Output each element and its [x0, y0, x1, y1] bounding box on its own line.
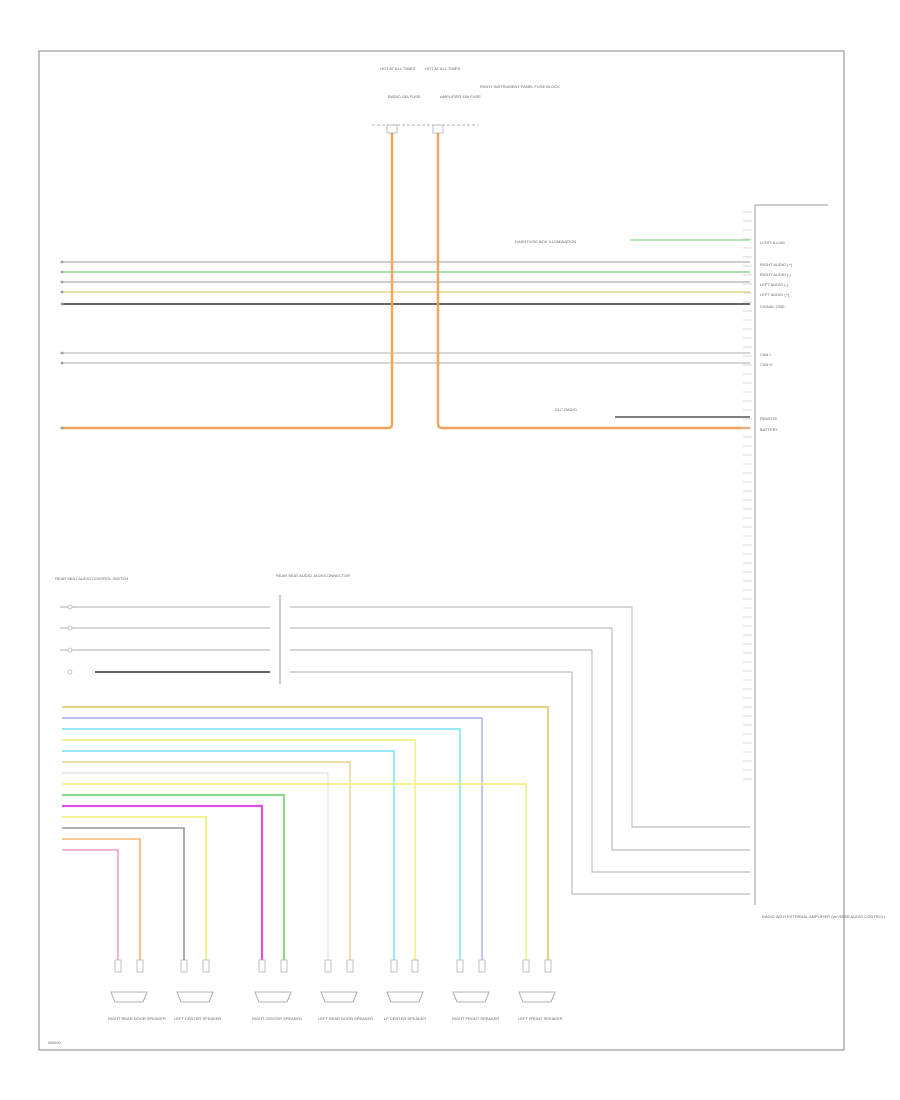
fuse-block-label: RIGHT INSTRUMENT PANEL FUSE BLOCK	[480, 84, 560, 89]
spk-wire-tan-2	[62, 761, 351, 960]
amplifier-fuse-label: AMPLIFIER 15A FUSE	[440, 94, 481, 99]
speaker-labels: RIGHT REAR DOOR SPEAKER LEFT CENTER SPEA…	[108, 1016, 563, 1021]
pin-label-3: RIGHT AUDIO (-)	[760, 272, 792, 277]
pin-label-7: CAN L	[760, 352, 773, 357]
pin-label-2: RIGHT AUDIO (+)	[760, 262, 793, 267]
speaker-pin	[258, 959, 266, 973]
amplifier-label: RADIO WITH EXTERNAL AMPLIFIER (W/ REAR A…	[762, 914, 886, 919]
left-wire-end	[60, 361, 64, 365]
pin-label-10: BATTERY	[760, 427, 778, 432]
remote-source-label: DLC RADIO	[555, 407, 577, 412]
amplifier-pin-labels: LIGHT ILLUM RIGHT AUDIO (+) RIGHT AUDIO …	[760, 240, 793, 432]
fuse-connector-tab	[386, 124, 398, 134]
speaker-pin	[522, 959, 530, 973]
speaker-label-4: LEFT REAR DOOR SPEAKER	[318, 1016, 373, 1021]
upper-wires: DASH FUSE BOX ILLUMINATION DLC RADIO	[62, 239, 750, 418]
left-wire-end	[60, 280, 64, 284]
spk-wire-green	[62, 793, 286, 960]
spk-wire-yellow-3	[62, 816, 207, 960]
speaker-pin	[478, 959, 486, 973]
speaker-label-7: LEFT FRONT SPEAKER	[518, 1016, 563, 1021]
speaker-symbol	[518, 991, 556, 1003]
left-wire-end	[60, 351, 64, 355]
jack-wire-2	[290, 627, 750, 851]
switch-contact	[67, 647, 73, 653]
speaker-label-3: RIGHT CENTER SPEAKER	[252, 1016, 302, 1021]
speaker-symbol	[110, 991, 148, 1003]
pin-label-6: SIGNAL GND	[760, 304, 785, 309]
spk-wire-blue	[62, 717, 483, 960]
speaker-wires	[62, 705, 550, 960]
spk-wire-gray	[62, 827, 185, 960]
diagram-id-tag: W0000	[48, 1040, 61, 1045]
radio-fuse-label: RADIO 15A FUSE	[388, 94, 421, 99]
spk-wire-magenta	[62, 804, 264, 960]
speaker-pin	[114, 959, 122, 973]
spk-wire-cyan-2	[62, 750, 395, 960]
speaker-pin	[280, 959, 288, 973]
speaker-pin	[390, 959, 398, 973]
spk-wire-tan	[62, 705, 550, 960]
illumination-source-label: DASH FUSE BOX ILLUMINATION	[515, 239, 576, 244]
top-right-hot-label: HOT AT ALL TIMES	[425, 66, 460, 71]
speaker-symbol	[386, 991, 424, 1003]
spk-wire-yellow-1	[62, 739, 416, 960]
spk-wire-pink	[62, 849, 119, 960]
fuse-block-connector: HOT AT ALL TIMES HOT AT ALL TIMES RADIO …	[372, 66, 560, 126]
spk-wire-white	[62, 772, 329, 960]
pin-label-9: REMOTE	[760, 416, 777, 421]
pin-label-5: LEFT AUDIO (+)	[760, 292, 790, 297]
speaker-pin	[202, 959, 210, 973]
speaker-label-2: LEFT CENTER SPEAKER	[174, 1016, 221, 1021]
diagram-frame	[38, 50, 845, 1051]
pin-label-1: LIGHT ILLUM	[760, 240, 785, 245]
left-wire-end	[60, 270, 64, 274]
jack-wire-1	[290, 606, 750, 828]
speaker-pin	[346, 959, 354, 973]
speaker-symbol	[176, 991, 214, 1003]
switch-contact	[67, 604, 73, 610]
left-header-label: REAR SEAT AUDIO CONTROL SWITCH	[55, 576, 128, 581]
amplifier-module: RADIO WITH EXTERNAL AMPLIFIER (W/ REAR A…	[754, 204, 886, 919]
speaker-pin	[411, 959, 419, 973]
speaker-label-1: RIGHT REAR DOOR SPEAKER	[108, 1016, 166, 1021]
pin-label-8: CAN H	[760, 362, 773, 367]
speaker-symbol	[452, 991, 490, 1003]
fuse-connector-tab	[432, 124, 444, 134]
amplifier-outline	[754, 204, 828, 905]
left-wire-end	[60, 302, 64, 306]
jack-wire-3	[290, 649, 750, 873]
left-wire-end	[60, 290, 64, 294]
top-left-hot-label: HOT AT ALL TIMES	[380, 66, 415, 71]
speaker-pin	[136, 959, 144, 973]
switch-contact	[67, 669, 73, 675]
mid-header-label: REAR SEAT AUDIO JACK/CONNECTOR	[276, 573, 350, 578]
speaker-label-6: RIGHT FRONT SPEAKER	[452, 1016, 499, 1021]
amplifier-feed-wire	[436, 132, 750, 430]
spk-wire-yellow-2	[62, 783, 527, 960]
speaker-label-5: LF CENTER SPEAKER	[384, 1016, 426, 1021]
speaker-pin	[324, 959, 332, 973]
orange-power-wires	[62, 132, 750, 430]
pin-label-4: LEFT AUDIO (-)	[760, 282, 789, 287]
spk-wire-cyan-1	[62, 728, 461, 960]
speaker-pin	[456, 959, 464, 973]
left-wire-end	[60, 260, 64, 264]
switch-contact	[67, 625, 73, 631]
jack-wire-4	[290, 671, 750, 895]
speaker-pin	[180, 959, 188, 973]
radio-feed-wire	[62, 132, 394, 430]
left-wire-end	[60, 426, 64, 430]
speaker-symbol	[320, 991, 358, 1003]
audio-control-block: REAR SEAT AUDIO CONTROL SWITCH REAR SEAT…	[55, 573, 750, 895]
spk-wire-orange	[62, 838, 141, 960]
speaker-pin	[544, 959, 552, 973]
speaker-symbol	[254, 991, 292, 1003]
